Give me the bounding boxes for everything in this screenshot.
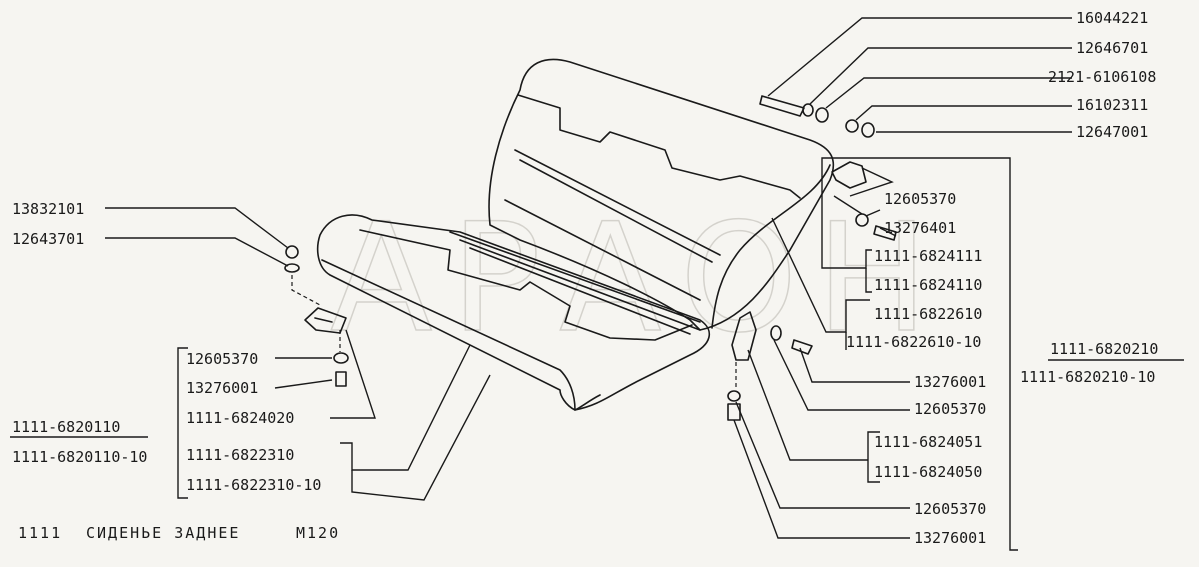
label-12605370-upper: 12605370 xyxy=(884,190,956,208)
seat-backrest xyxy=(488,58,835,331)
seat-cushion-top xyxy=(359,229,693,341)
label-16102311: 16102311 xyxy=(1076,96,1148,114)
washer-12605370-side xyxy=(770,325,782,341)
label-16044221: 16044221 xyxy=(1076,9,1148,27)
caption-name: СИДЕНЬЕ ЗАДНЕЕ xyxy=(86,524,240,542)
seat-backrest-seam xyxy=(504,149,721,301)
label-1111-6824050: 1111-6824050 xyxy=(874,463,982,481)
washer-12605370-lower xyxy=(727,390,741,402)
washer-12647001 xyxy=(861,122,875,138)
label-12646701: 12646701 xyxy=(1076,39,1148,57)
bushing-2121-6106108 xyxy=(815,107,829,123)
caption-model: 1111 xyxy=(18,524,62,542)
label-13276001-left: 13276001 xyxy=(186,379,258,397)
seat-backrest-side xyxy=(711,164,831,329)
caption-code: М120 xyxy=(296,524,340,542)
label-1111-6824110: 1111-6824110 xyxy=(874,276,982,294)
label-13276001-side: 13276001 xyxy=(914,373,986,391)
washer-12643701 xyxy=(284,263,300,273)
washer-12605370-left xyxy=(333,352,349,364)
label-1111-6822310: 1111-6822310 xyxy=(186,446,294,464)
label-1111-6822310-10: 1111-6822310-10 xyxy=(186,476,321,494)
label-1111-6824111: 1111-6824111 xyxy=(874,247,982,265)
bolt-13276001-left xyxy=(335,371,347,387)
left-assembly-axis xyxy=(291,275,321,306)
seat-backrest-inner xyxy=(517,94,801,199)
label-12605370-lower: 12605370 xyxy=(914,500,986,518)
rear-seat-drawing xyxy=(316,58,835,411)
nut-16102311 xyxy=(845,119,859,133)
labels-top: 16044221 12646701 2121-6106108 16102311 … xyxy=(1048,9,1156,141)
label-1111-6822610: 1111-6822610 xyxy=(874,305,982,323)
seat-cushion-stripe xyxy=(449,231,701,335)
washer-12605370-upper xyxy=(855,213,869,227)
seat-cushion xyxy=(316,214,711,411)
bolt-13276401 xyxy=(873,225,897,241)
diagram-caption: 1111 СИДЕНЬЕ ЗАДНЕЕ М120 xyxy=(18,524,340,542)
label-12647001: 12647001 xyxy=(1076,123,1148,141)
label-assy-1111-6820110: 1111-6820110 xyxy=(12,418,120,436)
latch-detail-lines xyxy=(833,167,894,215)
bolt-13276001-side xyxy=(791,339,813,355)
upper-latch-bracket xyxy=(831,161,867,189)
washer-12646701 xyxy=(802,103,814,117)
right-lower-hinge xyxy=(727,311,813,421)
label-assy-1111-6820110-10: 1111-6820110-10 xyxy=(12,448,147,466)
label-1111-6824051: 1111-6824051 xyxy=(874,433,982,451)
lower-hinge-bracket xyxy=(731,311,757,361)
bolt-13276001-lower xyxy=(727,403,741,421)
labels-left: 13832101 12643701 12605370 13276001 1111… xyxy=(12,200,321,494)
label-assy-1111-6820210: 1111-6820210 xyxy=(1050,340,1158,358)
right-upper-latch xyxy=(831,161,897,241)
label-13276401: 13276401 xyxy=(884,219,956,237)
label-12605370-left: 12605370 xyxy=(186,350,258,368)
label-13832101: 13832101 xyxy=(12,200,84,218)
label-12605370-side: 12605370 xyxy=(914,400,986,418)
nut-13832101 xyxy=(285,245,299,259)
labels-right: 12605370 13276401 1111-6824111 1111-6824… xyxy=(846,190,1158,547)
label-13276001-lower: 13276001 xyxy=(914,529,986,547)
left-hinge-bracket xyxy=(304,307,347,334)
label-1111-6822610-10: 1111-6822610-10 xyxy=(846,333,981,351)
watermark-text: АРАОН xyxy=(330,192,947,366)
bolt-16044221 xyxy=(759,95,805,117)
left-bracket-parts xyxy=(284,245,349,387)
label-2121-6106108: 2121-6106108 xyxy=(1048,68,1156,86)
label-12643701: 12643701 xyxy=(12,230,84,248)
top-bolt-stack xyxy=(759,95,875,138)
label-1111-6824020: 1111-6824020 xyxy=(186,409,294,427)
label-assy-1111-6820210-10: 1111-6820210-10 xyxy=(1020,368,1155,386)
seat-cushion-front xyxy=(321,259,601,411)
leader-lines xyxy=(10,17,1184,551)
